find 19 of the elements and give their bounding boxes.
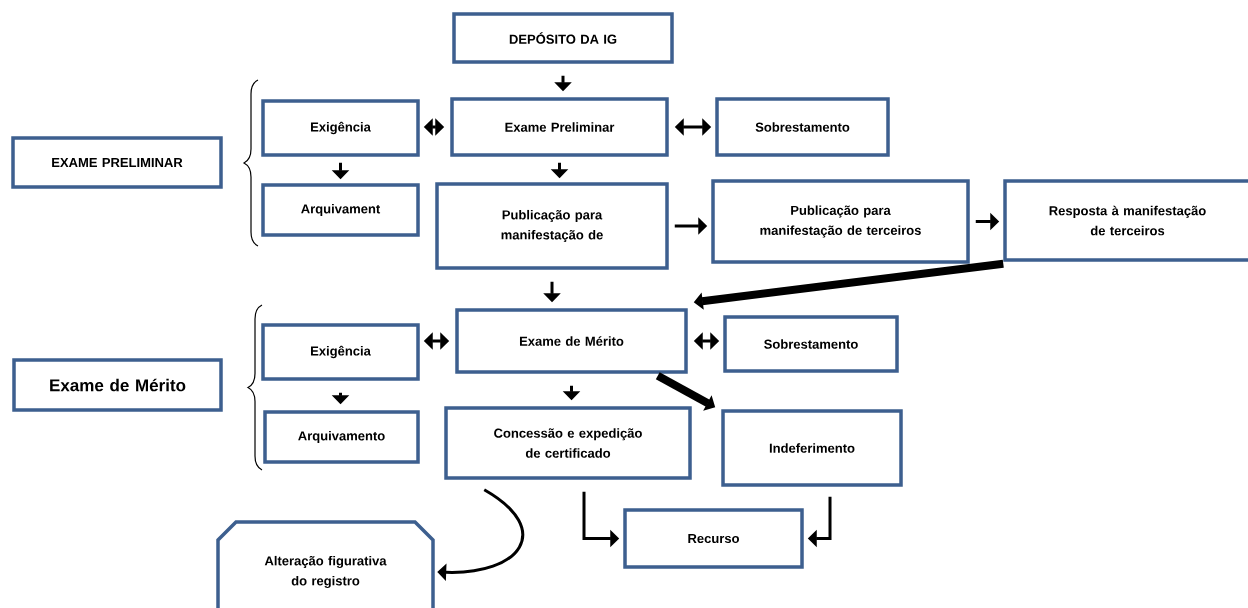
- arrow: [437, 488, 524, 582]
- process-box: DEPÓSITO DA IG: [452, 12, 674, 64]
- process-box: Resposta à manifestação de terceiros: [1003, 179, 1248, 262]
- process-box: Arquivament: [261, 183, 420, 237]
- process-box: Arquivamento: [263, 410, 420, 464]
- process-box: Concessão e expedição de certificado: [444, 406, 692, 480]
- process-box: Sobrestamento: [723, 315, 899, 373]
- process-box: Publicação para manifestação de terceiros: [711, 179, 970, 264]
- process-box: Exigência: [261, 99, 420, 157]
- label-box: EXAME PRELIMINAR: [11, 136, 223, 189]
- process-box: Publicação para manifestação de: [435, 182, 669, 270]
- process-box: Sobrestamento: [715, 97, 890, 157]
- label-box: Exame de Mérito: [12, 358, 223, 412]
- process-box: Exame de Mérito: [455, 308, 688, 374]
- process-box: Alteração figurativa do registro: [216, 520, 435, 608]
- process-box: Exame Preliminar: [450, 97, 669, 157]
- process-box: Exigência: [261, 323, 420, 381]
- process-box: Recurso: [623, 508, 804, 569]
- process-box: Indeferimento: [721, 409, 903, 487]
